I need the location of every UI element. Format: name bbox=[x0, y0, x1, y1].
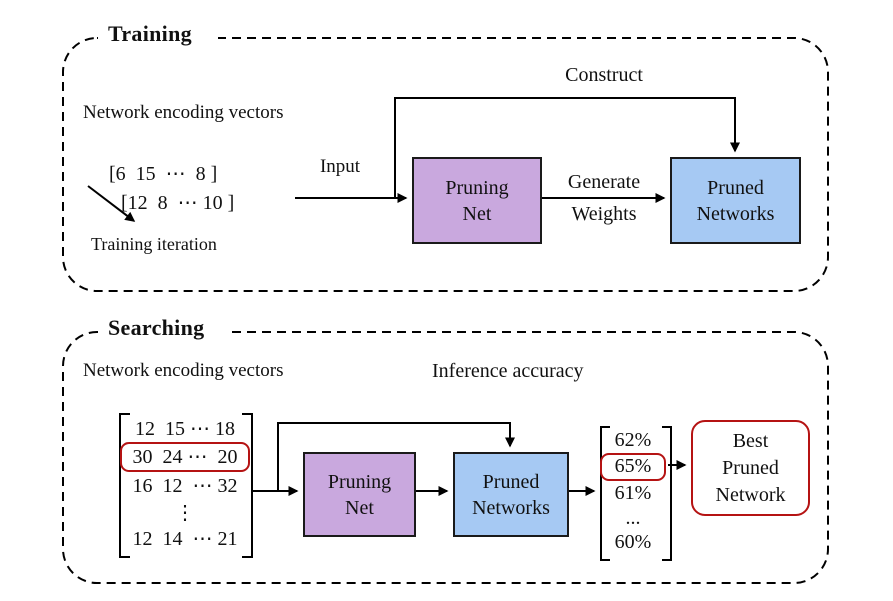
searching-pruning-net-box: Pruning Net bbox=[303, 452, 416, 537]
inference-loop-arrow bbox=[277, 422, 515, 491]
construct-arrow bbox=[394, 97, 740, 198]
accuracy-value-dots: ... bbox=[625, 506, 641, 529]
searching-pruned-networks-line2: Networks bbox=[472, 496, 550, 519]
training-panel-title: Training bbox=[98, 21, 218, 47]
training-encoding-label: Network encoding vectors bbox=[83, 102, 284, 123]
matrix-row: 16 12 ⋯ 32 bbox=[132, 474, 238, 497]
training-pruning-net-line1: Pruning bbox=[445, 176, 509, 199]
training-panel-border bbox=[62, 37, 829, 292]
searching-panel-title: Searching bbox=[98, 315, 231, 341]
matrix-row-highlighted: 30 24 ⋯ 20 bbox=[120, 441, 250, 473]
input-label: Input bbox=[319, 156, 361, 177]
training-pruned-networks-line1: Pruned bbox=[707, 176, 764, 199]
training-vector-row1: [6 15 ⋯ 8 ] bbox=[109, 163, 218, 185]
matrix-row: 12 15 ⋯ 18 bbox=[135, 417, 235, 440]
matrix-row: 12 14 ⋯ 21 bbox=[132, 528, 238, 551]
best-network-line2: Pruned bbox=[722, 456, 779, 479]
accuracy-value: 60% bbox=[614, 531, 652, 554]
accuracy-value-highlighted: 65% bbox=[600, 452, 666, 482]
accuracy-value: 62% bbox=[614, 428, 652, 451]
searching-pruning-net-line1: Pruning bbox=[327, 470, 392, 493]
training-pruning-net-box: Pruning Net bbox=[412, 157, 542, 244]
generate-weights-line2: Weights bbox=[571, 203, 637, 225]
best-network-line3: Network bbox=[715, 483, 786, 506]
accuracy-value: 61% bbox=[614, 481, 652, 504]
encoding-matrix: 12 15 ⋯ 18 30 24 ⋯ 20 16 12 ⋯ 32 ⋮ 12 14… bbox=[120, 415, 250, 552]
training-pruned-networks-box: Pruned Networks bbox=[670, 157, 801, 244]
matrix-right-bracket bbox=[242, 413, 253, 558]
accuracy-right-bracket bbox=[662, 426, 672, 561]
best-network-line1: Best bbox=[732, 429, 769, 452]
searching-pruning-net-line2: Net bbox=[345, 496, 374, 519]
searching-panel-border bbox=[62, 331, 829, 584]
construct-label: Construct bbox=[565, 64, 643, 86]
searching-pruned-networks-line1: Pruned bbox=[482, 470, 540, 493]
training-vector-row2: [12 8 ⋯ 10 ] bbox=[121, 192, 235, 214]
searching-encoding-label: Network encoding vectors bbox=[83, 360, 284, 381]
matrix-row-vdots: ⋮ bbox=[175, 501, 195, 524]
generate-weights-line1: Generate bbox=[567, 171, 641, 193]
training-pruned-networks-line2: Networks bbox=[696, 202, 775, 225]
accuracy-left-bracket bbox=[600, 426, 610, 561]
searching-pruned-networks-box: Pruned Networks bbox=[453, 452, 569, 537]
generate-weights-label: Generate Weights bbox=[548, 169, 660, 227]
training-pruning-net-line2: Net bbox=[462, 202, 492, 225]
matrix-left-bracket bbox=[119, 413, 130, 558]
training-iteration-arrow bbox=[87, 185, 136, 222]
training-iteration-label: Training iteration bbox=[91, 234, 217, 254]
inference-accuracy-label: Inference accuracy bbox=[432, 360, 584, 382]
accuracy-vector: 62% 65% 61% ... 60% bbox=[600, 428, 666, 555]
best-pruned-network-box: Best Pruned Network bbox=[691, 420, 810, 516]
